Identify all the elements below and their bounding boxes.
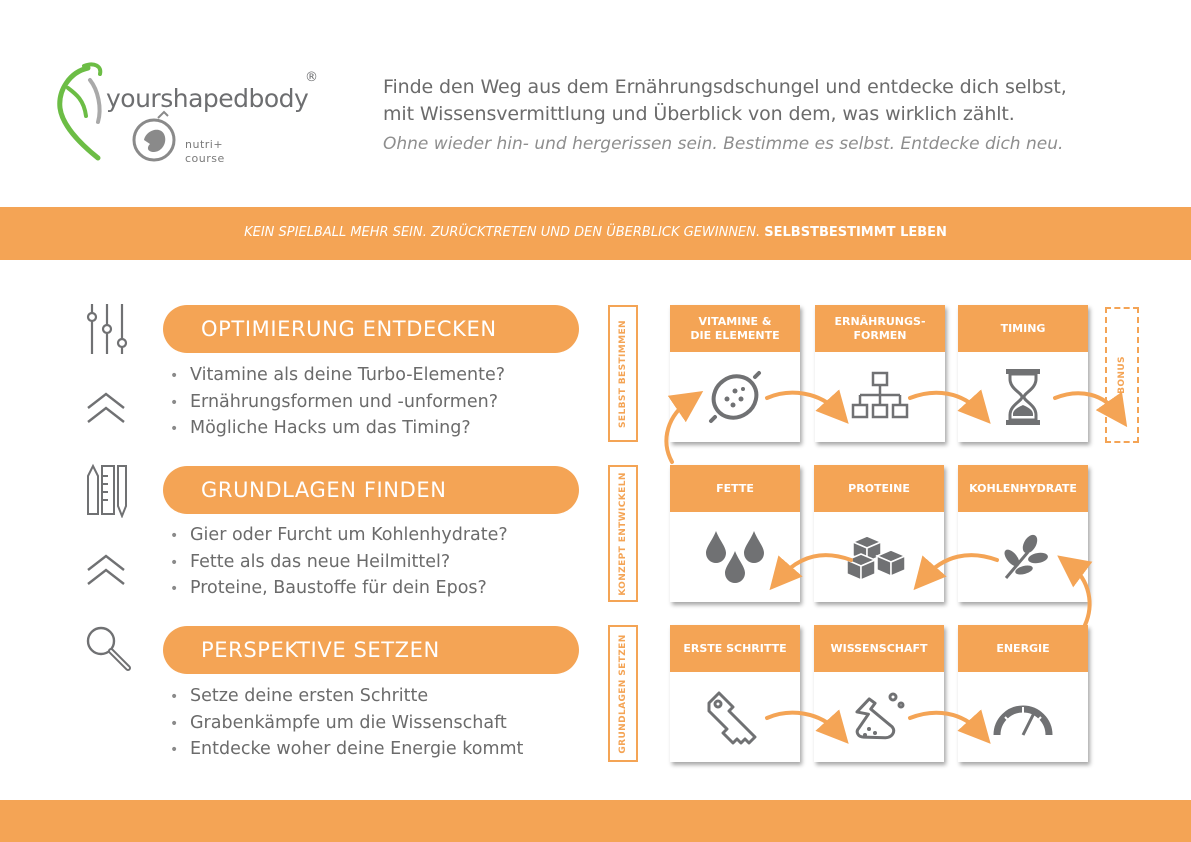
arrow-timing-to-bonus xyxy=(1053,391,1128,428)
arrow-kohlenhydrate-to-proteine xyxy=(913,553,999,591)
tile-label: WISSENSCHAFT xyxy=(830,641,928,655)
hierarchy-icon xyxy=(851,371,909,419)
section-title-grundlagen: GRUNDLAGEN FINDEN xyxy=(163,466,579,514)
tile-label: PROTEINE xyxy=(848,481,910,495)
tile-vitamine: VITAMINE & DIE ELEMENTE xyxy=(670,305,800,442)
logo-figure-icon xyxy=(57,62,176,162)
header-line-1: Finde den Weg aus dem Ernährungsdschunge… xyxy=(383,76,1067,98)
arrow-vitamine-to-formen xyxy=(765,389,849,424)
arrow-schritte-to-wissenschaft xyxy=(765,709,849,744)
bullet-item: Grabenkämpfe um die Wissenschaft xyxy=(170,710,523,737)
magnifier-icon xyxy=(86,626,131,671)
bullet-item: Ernährungsformen und -unformen? xyxy=(170,389,505,416)
tools-icon xyxy=(87,463,127,518)
section-title-perspektive: PERSPEKTIVE SETZEN xyxy=(163,626,579,674)
banner-italic: KEIN SPIELBALL MEHR SEIN. ZURÜCKTRETEN U… xyxy=(244,225,761,240)
arrow-formen-to-timing xyxy=(908,389,991,424)
section-bullets-optimierung: Vitamine als deine Turbo-Elemente? Ernäh… xyxy=(170,362,505,442)
arrow-proteine-to-fette xyxy=(769,553,853,591)
drops-icon xyxy=(706,531,764,583)
banner-bold: SELBSTBESTIMMT LEBEN xyxy=(764,225,947,240)
sliders-icon xyxy=(86,304,128,354)
tile-erste-schritte: ERSTE SCHRITTE xyxy=(670,625,800,762)
tile-label: KOHLENHYDRATE xyxy=(969,481,1077,495)
arrow-fette-to-vitamine xyxy=(664,390,704,464)
row-label-grundlagen-setzen: GRUNDLAGEN SETZEN xyxy=(608,625,638,762)
cubes-icon xyxy=(847,535,907,582)
footer-band xyxy=(0,800,1191,842)
tile-energie: ENERGIE xyxy=(958,625,1088,762)
header-line-2: mit Wissensvermittlung und Überblick von… xyxy=(383,103,1015,125)
tile-label: TIMING xyxy=(1000,321,1046,335)
key-icon xyxy=(707,691,757,745)
bullet-item: Gier oder Furcht um Kohlenhydrate? xyxy=(170,522,508,549)
logo xyxy=(50,60,340,170)
tile-label: ERSTE SCHRITTE xyxy=(683,641,787,655)
logo-wordmark: yourshapedbody xyxy=(106,84,309,113)
hourglass-icon xyxy=(1006,369,1040,425)
arrow-wissenschaft-to-energie xyxy=(908,709,991,744)
gauge-icon xyxy=(993,705,1053,736)
bullet-item: Mögliche Hacks um das Timing? xyxy=(170,415,505,442)
bullet-item: Setze deine ersten Schritte xyxy=(170,683,523,710)
chevrons-up-icon xyxy=(87,392,125,423)
section-bullets-perspektive: Setze deine ersten Schritte Grabenkämpfe… xyxy=(170,683,523,763)
logo-subline-2: course xyxy=(185,152,225,165)
tile-timing: TIMING xyxy=(958,305,1088,442)
flask-icon xyxy=(855,692,905,740)
banner-text: KEIN SPIELBALL MEHR SEIN. ZURÜCKTRETEN U… xyxy=(0,207,1191,260)
row-label-konzept-entwickeln: KONZEPT ENTWICKELN xyxy=(608,465,638,602)
bullet-item: Entdecke woher deine Energie kommt xyxy=(170,736,523,763)
banner-band xyxy=(0,207,1191,260)
bullet-item: Fette als das neue Heilmittel? xyxy=(170,549,508,576)
bonus-box: BONUS xyxy=(1105,307,1139,443)
logo-head-icon xyxy=(132,110,176,162)
arrow-energie-to-kohlenhydrate xyxy=(1057,555,1093,627)
section-title-optimierung: OPTIMIERUNG ENTDECKEN xyxy=(163,305,579,353)
header-tagline: Ohne wieder hin- und hergerissen sein. B… xyxy=(383,134,1064,154)
tile-label: ERNÄHRUNGS- FORMEN xyxy=(834,314,926,342)
tile-label: VITAMINE & DIE ELEMENTE xyxy=(690,314,780,342)
row-label-selbst-bestimmen: SELBST BESTIMMEN xyxy=(608,305,638,442)
tile-proteine: PROTEINE xyxy=(814,465,944,602)
tile-label: FETTE xyxy=(716,481,754,495)
logo-registered-mark: ® xyxy=(305,70,318,85)
logo-subline-1: nutri+ xyxy=(185,138,224,151)
bullet-item: Vitamine als deine Turbo-Elemente? xyxy=(170,362,505,389)
leaf-icon xyxy=(1004,534,1048,579)
tile-label: ENERGIE xyxy=(996,641,1050,655)
lemon-icon xyxy=(709,371,761,423)
chevrons-up-icon xyxy=(87,554,125,585)
bullet-item: Proteine, Baustoffe für dein Epos? xyxy=(170,575,508,602)
section-bullets-grundlagen: Gier oder Furcht um Kohlenhydrate? Fette… xyxy=(170,522,508,602)
